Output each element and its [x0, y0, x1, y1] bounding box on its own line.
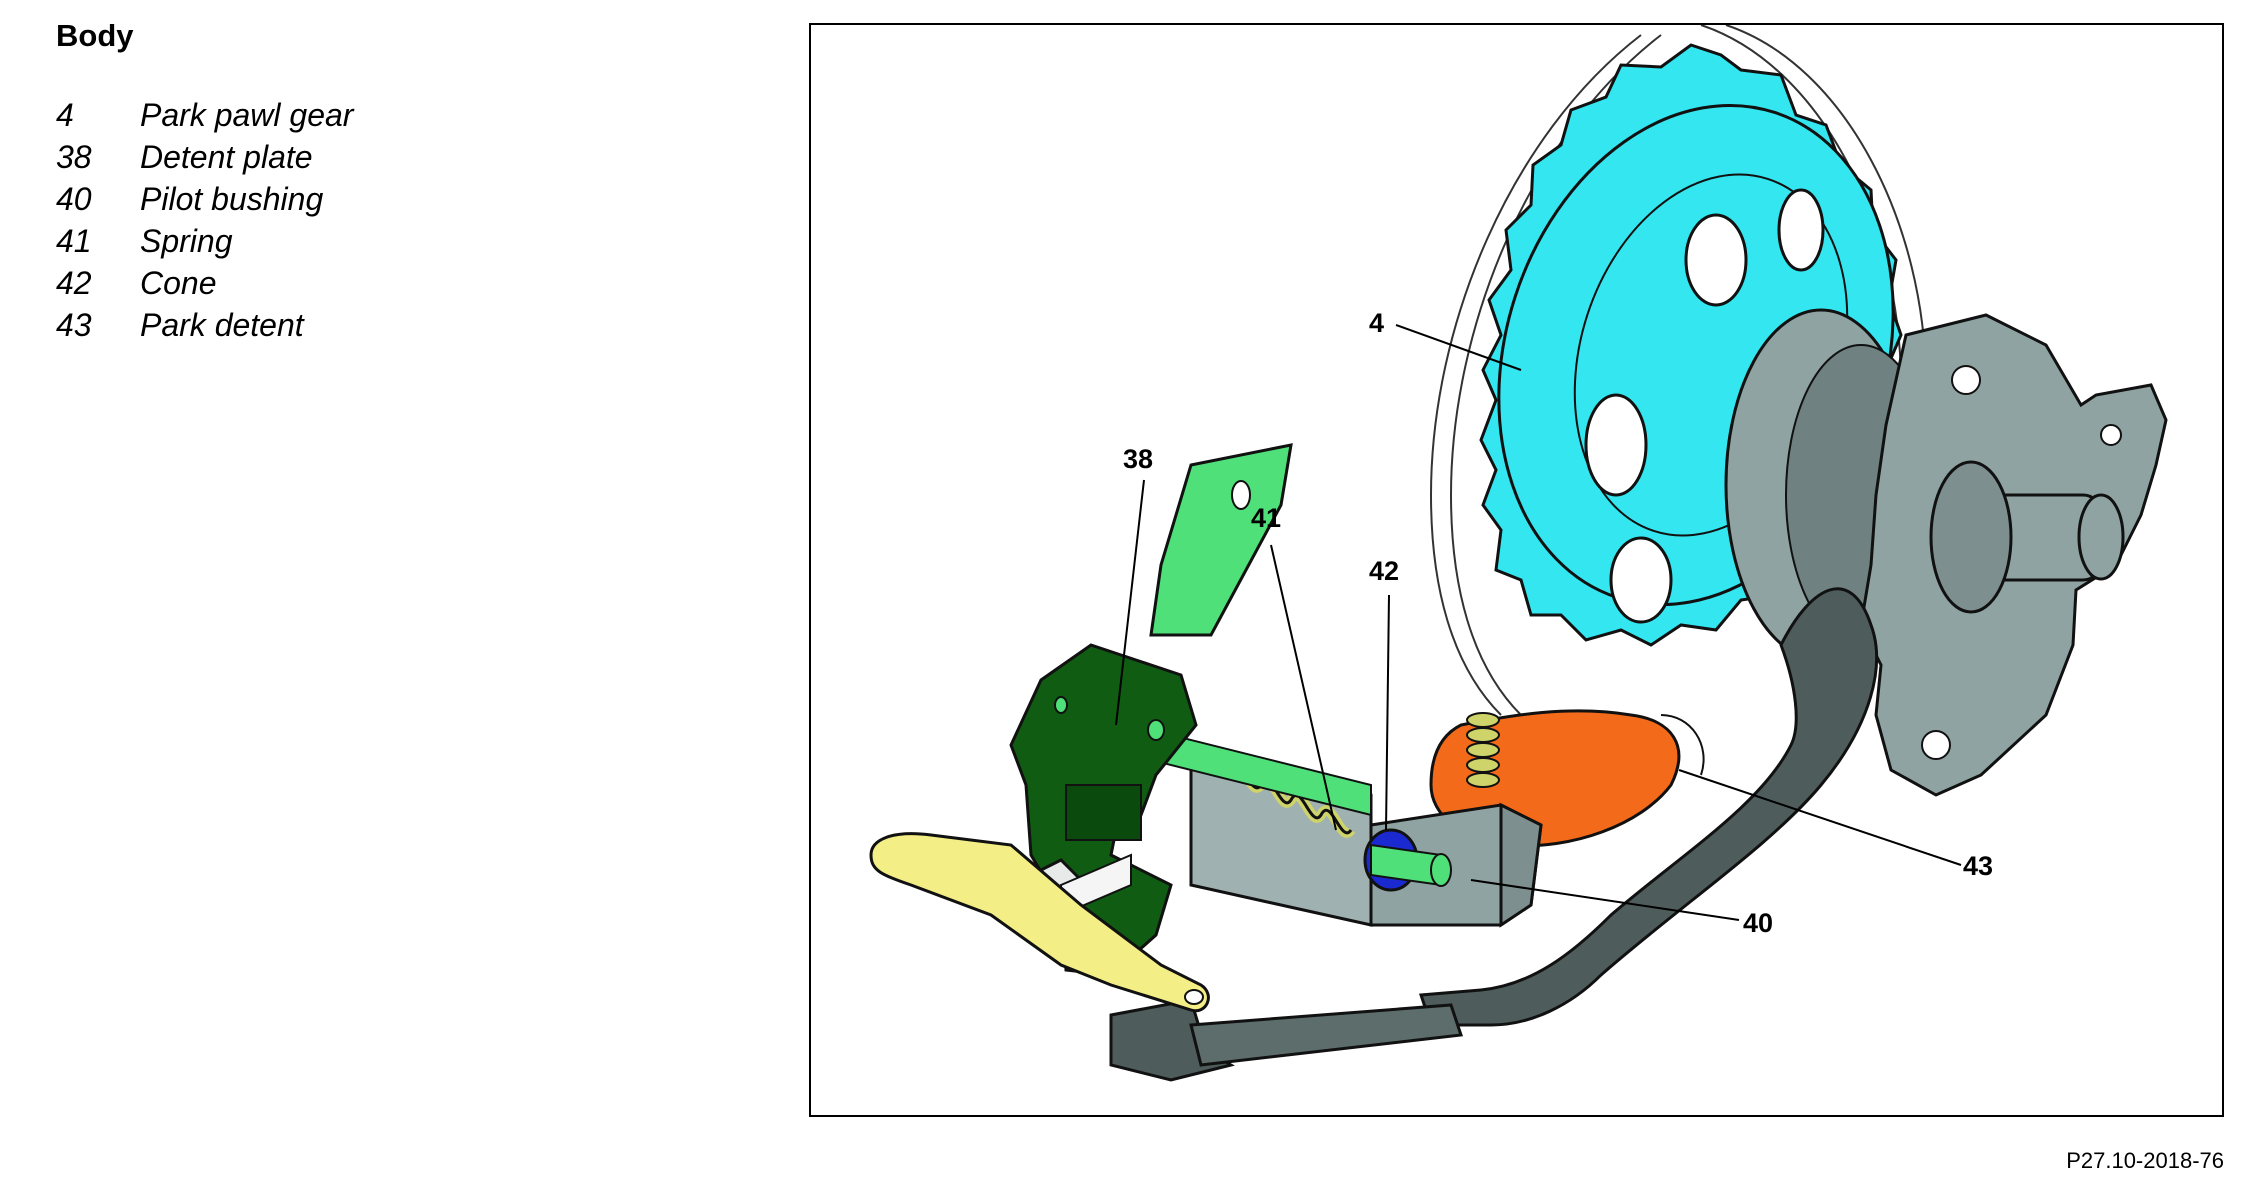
callout-41: 41 — [1251, 503, 1281, 533]
figure-id: P27.10-2018-76 — [2066, 1148, 2224, 1173]
callout-leaders — [1115, 324, 1962, 921]
legend-item-label: Detent plate — [140, 139, 313, 175]
legend-item: 4 Park pawl gear — [56, 94, 756, 136]
cone — [1363, 828, 1452, 892]
return-spring — [1466, 712, 1500, 788]
callout-4: 4 — [1369, 308, 1384, 338]
park-lock-illustration: 4 38 41 42 43 40 — [869, 25, 2168, 1082]
legend-item-number: 43 — [56, 307, 92, 343]
legend-item-number: 42 — [56, 265, 92, 301]
park-lever-arm — [1109, 587, 1878, 1082]
legend-item-label: Spring — [140, 223, 233, 259]
legend-item-label: Park detent — [140, 307, 304, 343]
selector-lever — [869, 832, 1210, 1013]
callout-38: 38 — [1123, 444, 1153, 474]
legend-item: 38 Detent plate — [56, 136, 756, 178]
legend-item-label: Cone — [140, 265, 217, 301]
output-shaft-housing — [1724, 308, 2168, 797]
legend-item: 42 Cone — [56, 262, 756, 304]
callout-43: 43 — [1963, 851, 1993, 881]
legend: Body 4 Park pawl gear 38 Detent plate 40… — [56, 18, 756, 346]
legend-item: 40 Pilot bushing — [56, 178, 756, 220]
legend-title: Body — [56, 18, 134, 53]
legend-item-label: Park pawl gear — [140, 97, 354, 133]
callout-42: 42 — [1369, 556, 1399, 586]
legend-item: 41 Spring — [56, 220, 756, 262]
legend-item-number: 4 — [56, 97, 74, 133]
green-lever — [1130, 443, 1372, 817]
legend-item-number: 38 — [56, 139, 92, 175]
legend-item: 43 Park detent — [56, 304, 756, 346]
legend-item-number: 40 — [56, 181, 92, 217]
legend-item-number: 41 — [56, 223, 92, 259]
callout-40: 40 — [1743, 908, 1773, 938]
legend-item-label: Pilot bushing — [140, 181, 324, 217]
diagram-frame: 4 38 41 42 43 40 — [809, 23, 2224, 1117]
